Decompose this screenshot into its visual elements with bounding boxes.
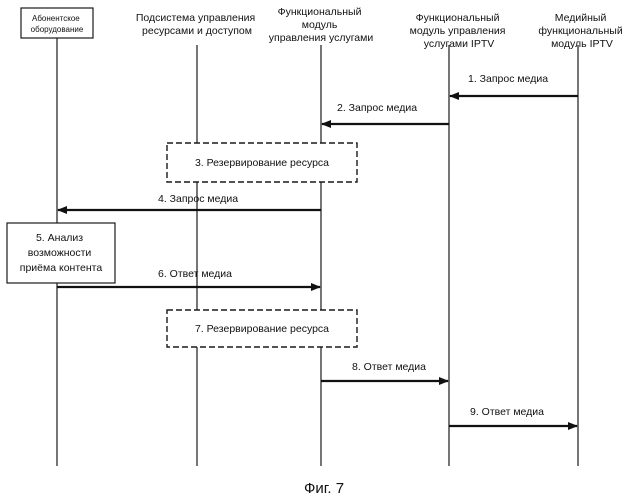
box-5-line-1: 5. Анализ <box>36 232 83 244</box>
message-1-media-request: 1. Запрос медиа <box>450 73 578 96</box>
box-5-line-3: приёма контента <box>20 262 103 274</box>
box-resource-reservation-7: 7. Резервирование ресурса <box>167 310 357 347</box>
svg-text:Функциональный модуль уп: Функциональный модуль управления услугам… <box>410 12 509 50</box>
message-4-label: 4. Запрос медиа <box>158 193 238 205</box>
entity-scm-line-2: модуль <box>302 19 338 31</box>
box-content-analysis-5: 5. Анализ возможности приёма контента <box>7 223 115 283</box>
message-1-label: 1. Запрос медиа <box>468 73 548 85</box>
message-9-media-response: 9. Ответ медиа <box>449 406 577 426</box>
entity-subscriber-line-1: Абонентское <box>32 14 80 23</box>
entity-scm-line-1: Функциональный <box>278 6 362 18</box>
box-7-label: 7. Резервирование ресурса <box>195 323 329 335</box>
entity-resource-admission-control: Подсистема управления ресурсами и доступ… <box>136 12 258 37</box>
box-resource-reservation-3: 3. Резервирование ресурса <box>167 143 357 182</box>
message-6-label: 6. Ответ медиа <box>158 268 232 280</box>
svg-text:Подсистема управления ре: Подсистема управления ресурсами и доступ… <box>136 12 258 37</box>
entity-media-line-1: Медийный <box>555 12 607 24</box>
entity-iptv-media-module: Медийный функциональный модуль IPTV <box>538 12 624 50</box>
message-8-label: 8. Ответ медиа <box>352 361 426 373</box>
message-2-label: 2. Запрос медиа <box>337 102 417 114</box>
entity-iptv-service-control-module: Функциональный модуль управления услугам… <box>410 12 509 50</box>
box-3-label: 3. Резервирование ресурса <box>195 157 329 169</box>
entity-iptv-scm-line-1: Функциональный <box>416 12 500 24</box>
message-8-media-response: 8. Ответ медиа <box>321 361 448 381</box>
entity-scm-line-3: управления услугами <box>269 32 374 44</box>
svg-text:Функциональный модуль: Функциональный модуль управления услугам… <box>269 6 374 44</box>
entity-subscriber-equipment: Абонентское оборудование <box>21 8 93 38</box>
message-2-media-request: 2. Запрос медиа <box>322 102 449 124</box>
svg-text:Медийный функциональный: Медийный функциональный модуль IPTV <box>538 12 624 50</box>
entity-iptv-scm-line-2: модуль управления <box>410 25 506 37</box>
entity-media-line-3: модуль IPTV <box>551 38 613 50</box>
message-4-media-request: 4. Запрос медиа <box>58 193 321 210</box>
figure-caption: Фиг. 7 <box>304 480 344 497</box>
entity-media-line-2: функциональный <box>538 25 622 37</box>
box-5-line-2: возможности <box>28 247 92 259</box>
entity-service-control-module: Функциональный модуль управления услугам… <box>269 6 374 44</box>
entity-racs-line-1: Подсистема управления <box>136 12 255 24</box>
entity-subscriber-line-2: оборудование <box>31 25 84 34</box>
entity-racs-line-2: ресурсами и доступом <box>142 25 252 37</box>
message-9-label: 9. Ответ медиа <box>470 406 544 418</box>
entity-iptv-scm-line-3: услугами IPTV <box>424 38 495 50</box>
